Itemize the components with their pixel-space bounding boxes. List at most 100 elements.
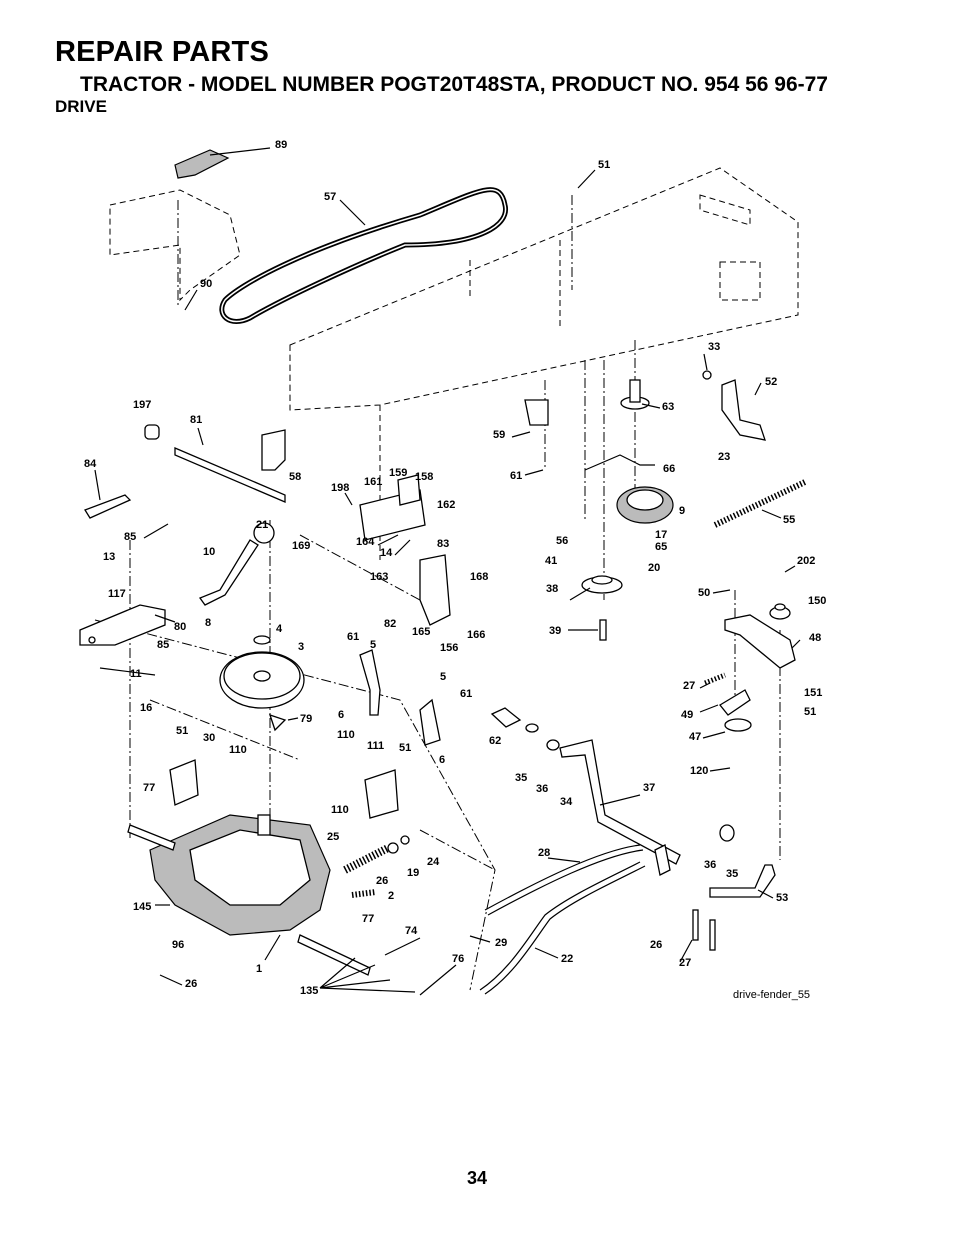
callout: 90 xyxy=(200,278,212,290)
rod-53 xyxy=(709,824,776,898)
leader-lines xyxy=(94,169,801,996)
callout: 59 xyxy=(493,429,505,441)
callout: 26 xyxy=(376,875,388,887)
callout: 56 xyxy=(556,535,568,547)
callout: 37 xyxy=(643,782,655,794)
callout: 61 xyxy=(510,470,522,482)
callout: 55 xyxy=(783,514,795,526)
callout: 4 xyxy=(276,623,283,635)
callout: 198 xyxy=(331,482,349,494)
callout: 41 xyxy=(545,555,557,567)
shift-lever-8 xyxy=(198,522,275,606)
figure-id: drive-fender_55 xyxy=(733,989,810,1001)
callout: 28 xyxy=(538,847,550,859)
control-bracket-assembly xyxy=(359,474,451,626)
callout: 36 xyxy=(704,859,716,871)
callout: 3 xyxy=(298,641,304,653)
callout: 36 xyxy=(536,783,548,795)
callout: 25 xyxy=(327,831,339,843)
callout: 150 xyxy=(808,595,826,607)
callout: 197 xyxy=(133,399,151,411)
callout: 85 xyxy=(157,639,169,651)
callout: 164 xyxy=(356,536,375,548)
callout: 163 xyxy=(370,571,388,583)
callout: 8 xyxy=(205,617,211,629)
callout: 202 xyxy=(797,555,815,567)
callout: 9 xyxy=(679,505,685,517)
callout: 35 xyxy=(726,868,738,880)
callout: 61 xyxy=(460,688,472,700)
callout: 47 xyxy=(689,731,701,743)
callout: 5 xyxy=(370,639,376,651)
callout: 84 xyxy=(84,458,97,470)
callout: 2 xyxy=(388,890,394,902)
callout: 145 xyxy=(133,901,151,913)
callout: 5 xyxy=(440,671,446,683)
callout: 166 xyxy=(467,629,485,641)
brake-rods-28-22 xyxy=(479,844,646,995)
callout: 53 xyxy=(776,892,788,904)
callout: 1 xyxy=(256,963,262,975)
callout: 80 xyxy=(174,621,186,633)
callout: 135 xyxy=(300,985,318,997)
brackets-5 xyxy=(359,649,441,746)
callout: 85 xyxy=(124,531,136,543)
callout: 26 xyxy=(185,978,197,990)
callout: 111 xyxy=(367,740,384,752)
brake-shaft-37 xyxy=(559,739,681,876)
callout: 13 xyxy=(103,551,115,563)
callout: 168 xyxy=(470,571,488,583)
callout: 77 xyxy=(143,782,155,794)
callout: 14 xyxy=(380,547,393,559)
callout: 39 xyxy=(549,625,561,637)
idler-arm-23 xyxy=(702,370,766,441)
page-number: 34 xyxy=(466,1168,488,1188)
callout: 49 xyxy=(681,709,693,721)
callout: 23 xyxy=(718,451,730,463)
callout: 89 xyxy=(275,139,287,151)
transmission-pulley-3 xyxy=(219,635,305,732)
callout: 165 xyxy=(412,626,430,638)
page-title: REPAIR PARTS xyxy=(55,36,270,68)
callout: 27 xyxy=(679,957,691,969)
idler-arm-48 xyxy=(704,603,796,732)
callout: 34 xyxy=(560,796,573,808)
bolts-27 xyxy=(692,909,716,951)
callout: 83 xyxy=(437,538,449,550)
section-heading: DRIVE xyxy=(55,97,107,116)
callout: 57 xyxy=(324,191,336,203)
callout: 110 xyxy=(337,729,355,741)
callout: 19 xyxy=(407,867,419,879)
callout: 26 xyxy=(650,939,662,951)
fender-bracket-89 xyxy=(174,147,271,179)
callout: 48 xyxy=(809,632,821,644)
callout: 21 xyxy=(256,519,268,531)
callout: 35 xyxy=(515,772,527,784)
callout: 29 xyxy=(495,937,507,949)
brackets-30-111 xyxy=(169,759,399,819)
callout: 51 xyxy=(176,725,188,737)
callout: 33 xyxy=(708,341,720,353)
frame-outline xyxy=(109,167,799,560)
springs-25-2 xyxy=(343,835,410,898)
callout: 82 xyxy=(384,618,396,630)
callout: 76 xyxy=(452,953,464,965)
callout: 6 xyxy=(338,709,344,721)
callout: 158 xyxy=(415,471,433,483)
callout: 16 xyxy=(140,702,152,714)
callout: 96 xyxy=(172,939,184,951)
callout: 38 xyxy=(546,583,558,595)
spacer-62-washers xyxy=(490,707,560,751)
callout: 162 xyxy=(437,499,455,511)
callout: 52 xyxy=(765,376,777,388)
callout: 10 xyxy=(203,546,215,558)
callout: 58 xyxy=(289,471,301,483)
callout: 74 xyxy=(405,925,418,937)
callout: 159 xyxy=(389,467,407,479)
callout: 17 xyxy=(655,529,667,541)
callout: 51 xyxy=(598,159,610,171)
callout: 151 xyxy=(804,687,822,699)
transaxle-1 xyxy=(127,814,371,976)
callout: 24 xyxy=(427,856,440,868)
